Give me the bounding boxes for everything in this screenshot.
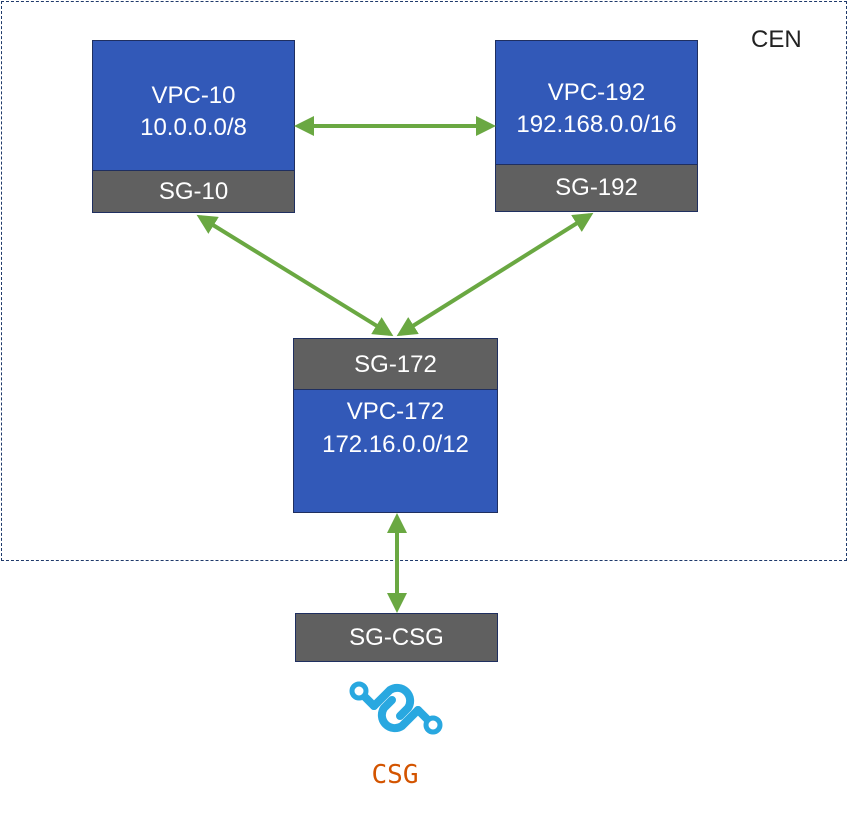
sg-172-box[interactable]: SG-172 [293, 338, 498, 391]
vpc-172-box[interactable]: VPC-172 172.16.0.0/12 [293, 389, 498, 513]
vpc-10-box[interactable]: VPC-10 10.0.0.0/8 [92, 40, 295, 172]
link-vpc192-vpc172 [396, 212, 594, 337]
vpc-172-cidr: 172.16.0.0/12 [322, 431, 469, 458]
vpc-10-cidr: 10.0.0.0/8 [140, 114, 247, 141]
vpc-10-name: VPC-10 [151, 82, 236, 109]
sg-10-box[interactable]: SG-10 [92, 170, 295, 213]
vpc-192-box[interactable]: VPC-192 192.168.0.0/16 [495, 40, 698, 166]
vpc-192-name: VPC-192 [547, 79, 646, 106]
csg-label: CSG [371, 760, 419, 790]
vpc-192-cidr: 192.168.0.0/16 [516, 111, 677, 138]
link-vpc10-vpc172 [196, 214, 394, 337]
cen-region [1, 1, 847, 561]
link-icon [349, 681, 443, 735]
vpc-172-name: VPC-172 [346, 398, 445, 425]
sg-192-box[interactable]: SG-192 [495, 164, 698, 212]
sg-csg-box[interactable]: SG-CSG [295, 613, 498, 662]
cen-label: CEN [751, 26, 802, 53]
